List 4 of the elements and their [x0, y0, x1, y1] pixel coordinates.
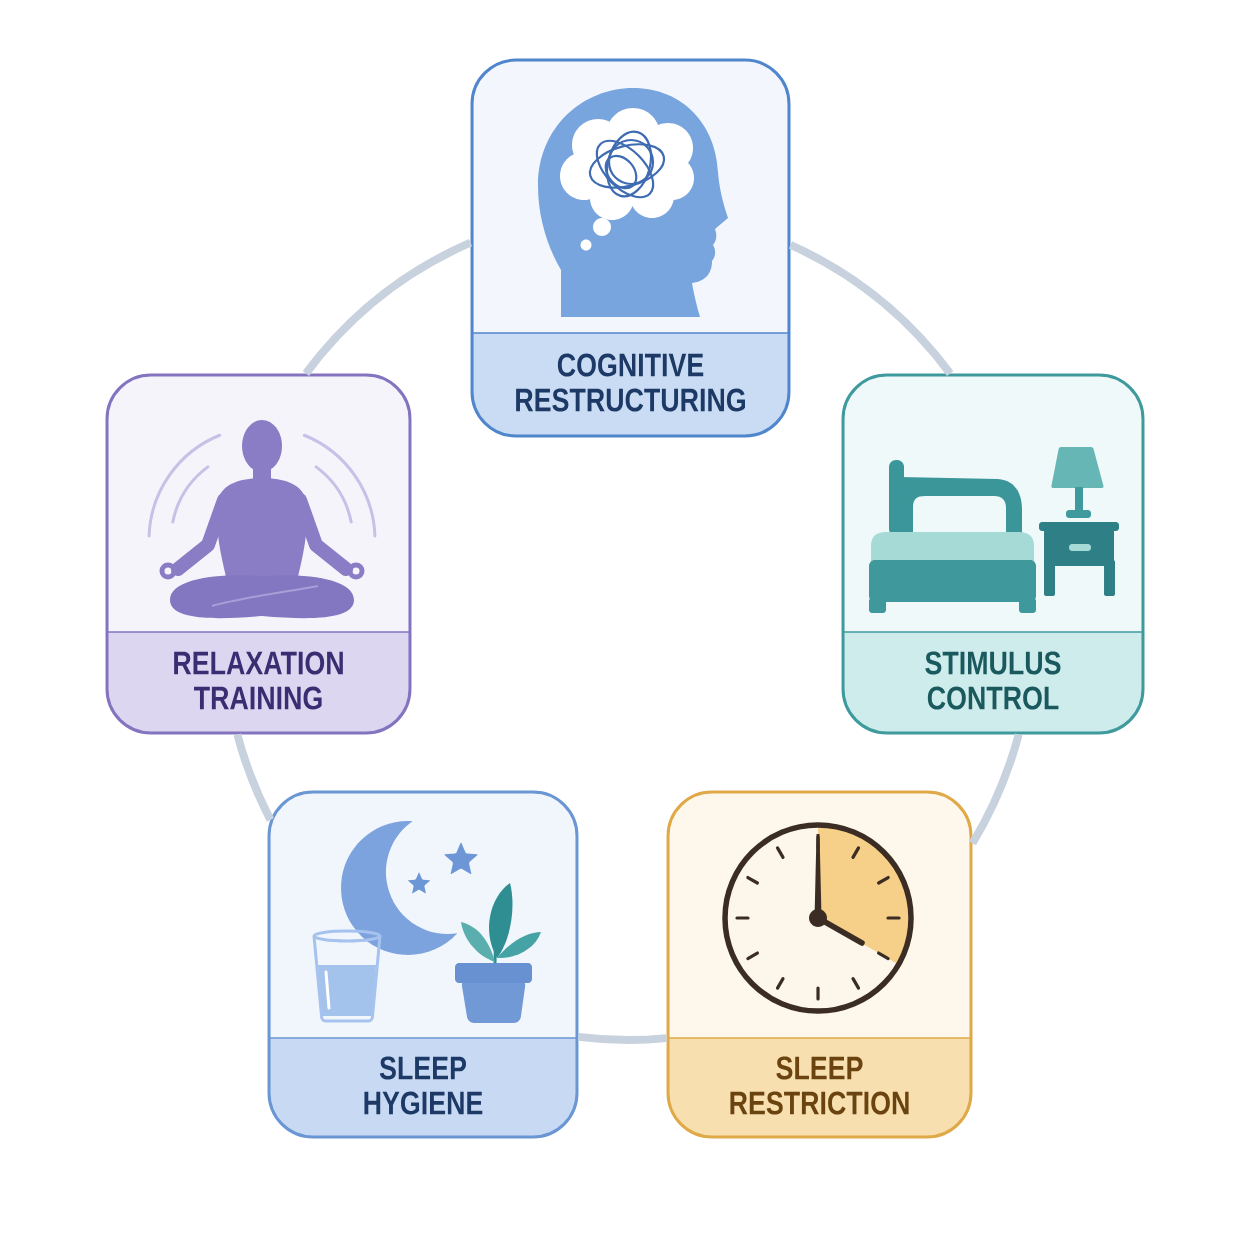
ring-arc [302, 239, 473, 376]
ring-arc [969, 733, 1023, 846]
ring-arc [233, 733, 274, 822]
ring-arc [788, 241, 954, 376]
